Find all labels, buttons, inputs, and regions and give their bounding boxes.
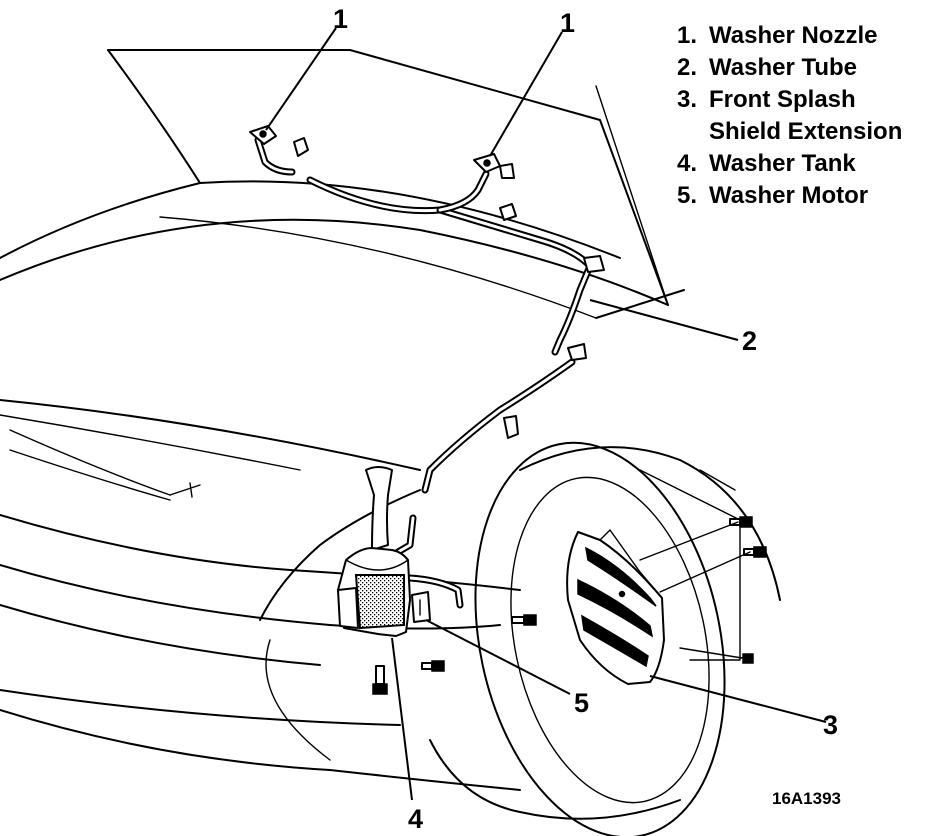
parts-legend: 1. Washer Nozzle 2. Washer Tube 3. Front Sp…: [677, 20, 902, 212]
legend-label: Washer Tank: [709, 150, 856, 177]
legend-number: 4.: [677, 150, 698, 177]
bolt-guide-lines: [639, 521, 751, 659]
washer-tube: [254, 136, 594, 609]
legend-item: 5. Washer Motor: [677, 180, 902, 212]
callout-washer-tube: 2: [742, 326, 758, 356]
figure-code: 16A1393: [772, 789, 842, 808]
washer-tank: [337, 466, 411, 637]
legend-label-continued: Shield Extension: [709, 118, 903, 145]
legend-item: 1. Washer Nozzle: [677, 20, 902, 52]
legend-label: Washer Motor: [709, 182, 869, 209]
front-wheel: [429, 441, 781, 836]
callout-washer-nozzle-left: 1: [333, 4, 349, 34]
callout-washer-motor: 5: [574, 688, 590, 718]
legend-number: 3.: [677, 86, 698, 113]
mounting-bolts: [372, 516, 767, 695]
callout-washer-nozzle-right: 1: [560, 8, 576, 38]
legend-label: Washer Nozzle: [709, 22, 878, 49]
legend-item: 3. Front Splash Shield Extension: [677, 84, 902, 148]
washer-nozzle-right: [473, 153, 501, 173]
car-body-outline: [0, 49, 685, 791]
legend-item: 4. Washer Tank: [677, 148, 902, 180]
legend-number: 1.: [677, 22, 698, 49]
legend-label: Washer Tube: [709, 54, 858, 81]
legend-item: 2. Washer Tube: [677, 52, 902, 84]
callout-washer-tank: 4: [408, 804, 424, 834]
callout-splash-shield: 3: [823, 710, 839, 740]
legend-label: Front Splash: [709, 86, 856, 113]
tube-clips: [293, 137, 605, 439]
leader-lines: [265, 27, 827, 801]
legend-number: 5.: [677, 182, 698, 209]
washer-motor: [411, 591, 431, 623]
legend-number: 2.: [677, 54, 698, 81]
washer-nozzle-left: [249, 125, 277, 145]
splash-shield-extension: [566, 529, 665, 685]
